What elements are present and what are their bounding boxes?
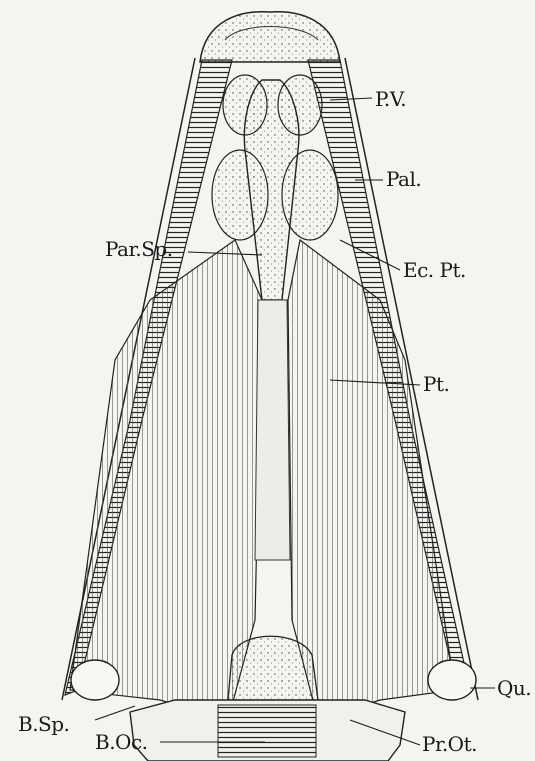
label-pr-ot: Pr.Ot.	[422, 732, 477, 756]
label-pal: Pal.	[386, 167, 421, 191]
premaxilla	[200, 12, 340, 62]
label-pt: Pt.	[423, 372, 449, 396]
label-b-sp: B.Sp.	[18, 712, 69, 736]
label-qu: Qu.	[497, 676, 531, 700]
label-b-oc: B.Oc.	[95, 730, 148, 754]
left-pterygoid	[70, 240, 262, 720]
label-pv: P.V.	[375, 87, 406, 111]
label-par-sp: Par.Sp.	[105, 237, 173, 261]
label-ec-pt: Ec. Pt.	[403, 258, 466, 282]
right-pterygoid	[288, 240, 455, 720]
